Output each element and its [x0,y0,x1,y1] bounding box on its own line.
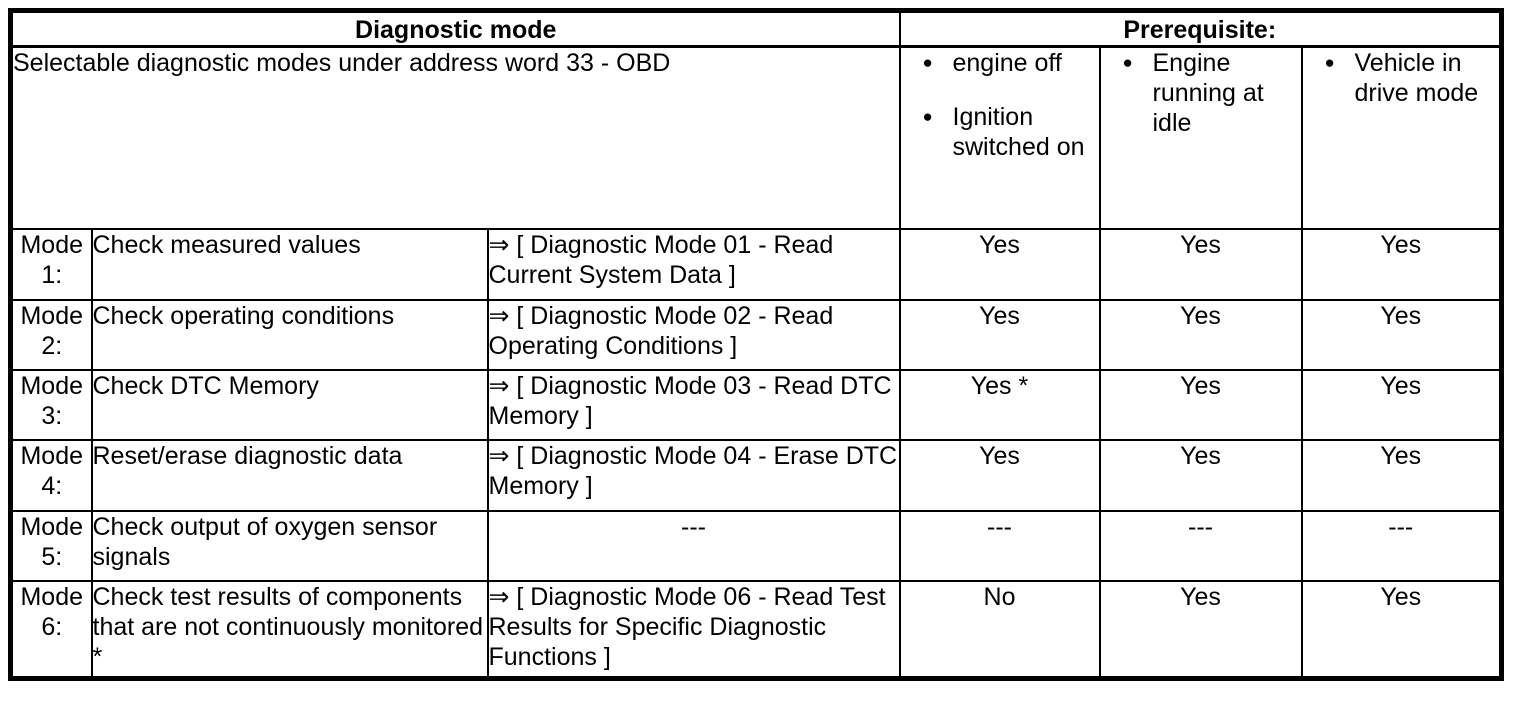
cross-reference-link[interactable]: ⇒ [ Diagnostic Mode 01 - Read Current Sy… [488,230,834,289]
prereq-value-engine-off: Yes [898,298,1101,371]
mode-word: Mode [20,371,84,400]
condition-text: Engine running at idle [1152,49,1264,137]
intro-row: Selectable diagnostic modes under addres… [9,45,1503,230]
mode-word: Mode [20,441,84,470]
mode-description: Reset/erase diagnostic data [90,438,489,512]
mode-word: Mode [20,512,84,541]
mode-number: 2: [41,331,63,360]
prereq-value-engine-idle: Yes [1098,368,1303,441]
mode-reference-cell: ⇒ [ Diagnostic Mode 03 - Read DTC Memory… [486,368,901,441]
mode-label: Mode 1: [9,227,93,301]
mode-reference-cell: ⇒ [ Diagnostic Mode 06 - Read Test Resul… [486,579,901,680]
condition-column-engine-off: ● engine off ● Ignition switched on [898,45,1101,230]
mode-reference-cell: ⇒ [ Diagnostic Mode 04 - Erase DTC Memor… [486,438,901,512]
condition-text: engine off [952,49,1062,77]
no-reference-dash: --- [681,512,706,541]
prerequisite-header: Prerequisite: [898,9,1503,48]
prereq-value-engine-idle: Yes [1098,438,1303,512]
table-row: Mode 2: Check operating conditions ⇒ [ D… [9,298,1503,371]
condition-text: Ignition switched on [952,103,1085,161]
mode-label: Mode 5: [9,509,93,582]
intro-description: Selectable diagnostic modes under addres… [9,45,901,230]
prereq-value-engine-idle: --- [1098,509,1303,582]
diagnostic-mode-header: Diagnostic mode [9,9,901,48]
mode-description: Check DTC Memory [90,368,489,441]
bullet-icon: ● [1324,53,1335,72]
condition-item: ● Engine running at idle [1102,49,1300,139]
prereq-value-engine-off: Yes [898,227,1101,301]
mode-reference-cell: --- [486,509,901,582]
mode-reference-cell: ⇒ [ Diagnostic Mode 02 - Read Operating … [486,298,901,371]
mode-description: Check measured values [90,227,489,301]
prereq-value-engine-off: Yes [898,438,1101,512]
mode-label: Mode 3: [9,368,93,441]
condition-item: ● Vehicle in drive mode [1304,49,1500,109]
mode-word: Mode [20,301,84,330]
prereq-value-engine-idle: Yes [1098,298,1303,371]
table-row: Mode 6: Check test results of components… [9,579,1503,680]
prereq-value-drive-mode: Yes [1300,579,1503,680]
mode-label: Mode 6: [9,579,93,680]
prereq-value-drive-mode: Yes [1300,438,1503,512]
condition-item: ● Ignition switched on [902,102,1098,162]
mode-word: Mode [20,230,84,259]
mode-number: 5: [41,542,63,571]
condition-column-drive-mode: ● Vehicle in drive mode [1300,45,1503,230]
table-row: Mode 3: Check DTC Memory ⇒ [ Diagnostic … [9,368,1503,441]
mode-number: 6: [41,612,63,641]
mode-number: 3: [41,401,63,430]
prereq-value-engine-off: No [898,579,1101,680]
bullet-icon: ● [1122,53,1133,72]
bullet-icon: ● [922,107,933,126]
mode-label: Mode 4: [9,438,93,512]
mode-word: Mode [20,582,84,611]
table-row: Mode 1: Check measured values ⇒ [ Diagno… [9,227,1503,301]
mode-description: Check operating conditions [90,298,489,371]
condition-text: Vehicle in drive mode [1354,49,1479,107]
cross-reference-link[interactable]: ⇒ [ Diagnostic Mode 02 - Read Operating … [488,301,834,360]
prereq-value-engine-idle: Yes [1098,579,1303,680]
mode-reference-cell: ⇒ [ Diagnostic Mode 01 - Read Current Sy… [486,227,901,301]
mode-label: Mode 2: [9,298,93,371]
mode-description: Check test results of components that ar… [90,579,489,680]
mode-number: 4: [41,471,63,500]
table-row: Mode 4: Reset/erase diagnostic data ⇒ [ … [9,438,1503,512]
prereq-value-drive-mode: Yes [1300,298,1503,371]
condition-item: ● engine off [902,49,1098,79]
cross-reference-link[interactable]: ⇒ [ Diagnostic Mode 03 - Read DTC Memory… [488,371,892,430]
prereq-value-engine-off: --- [898,509,1101,582]
table-header-row: Diagnostic mode Prerequisite: [9,9,1503,48]
prereq-value-engine-idle: Yes [1098,227,1303,301]
diagnostic-modes-table: Diagnostic mode Prerequisite: Selectable… [8,8,1504,681]
mode-description: Check output of oxygen sensor signals [90,509,489,582]
cross-reference-link[interactable]: ⇒ [ Diagnostic Mode 06 - Read Test Resul… [488,582,886,671]
mode-number: 1: [41,260,63,289]
prereq-value-drive-mode: Yes [1300,368,1503,441]
prereq-value-drive-mode: Yes [1300,227,1503,301]
table-row: Mode 5: Check output of oxygen sensor si… [9,509,1503,582]
bullet-icon: ● [922,53,933,72]
prereq-value-engine-off: Yes * [898,368,1101,441]
cross-reference-link[interactable]: ⇒ [ Diagnostic Mode 04 - Erase DTC Memor… [488,441,898,500]
prereq-value-drive-mode: --- [1300,509,1503,582]
condition-column-engine-idle: ● Engine running at idle [1098,45,1303,230]
